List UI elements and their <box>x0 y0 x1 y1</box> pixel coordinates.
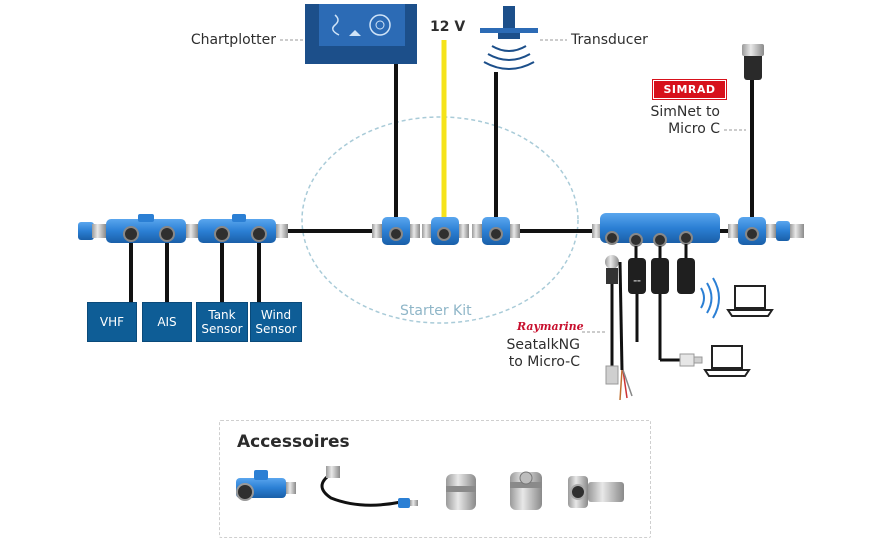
multiport-block <box>592 213 720 247</box>
voltage-label: 12 V <box>430 19 466 35</box>
seatalk-label-line1: SeatalkNG <box>506 337 580 353</box>
wind-label-line1: Wind <box>260 308 292 322</box>
accessory-male-terminator <box>446 474 476 510</box>
laptop-icon-wifi <box>726 285 774 317</box>
tee-simnet <box>728 217 804 245</box>
seatalk-adapter <box>605 255 633 401</box>
accessory-bulkhead-connector <box>568 476 624 508</box>
starter-kit-label: Starter Kit <box>400 303 472 319</box>
transducer-device <box>480 6 538 70</box>
simnet-label-line1: SimNet to <box>650 104 721 120</box>
simnet-connector <box>742 44 764 80</box>
ethernet-gateway <box>651 258 703 367</box>
wind-sensor-box: Wind Sensor <box>250 302 302 342</box>
starter-kit-outline <box>301 116 579 324</box>
laptop-icon-usb <box>703 345 751 377</box>
tee-transducer <box>472 217 520 245</box>
chartplotter-device <box>305 4 417 64</box>
seatalk-label-line2: to Micro-C <box>508 354 580 370</box>
transducer-label: Transducer <box>571 32 648 48</box>
tank-label-line2: Sensor <box>201 322 243 336</box>
wifi-gateway <box>677 258 695 294</box>
left-terminator <box>78 222 106 240</box>
vhf-label: VHF <box>99 315 125 329</box>
tee-block-left <box>106 214 186 243</box>
accessories-panel <box>219 420 651 538</box>
tee-block-mid <box>198 214 276 243</box>
tee-power <box>422 217 469 245</box>
accessories-title: Accessoires <box>237 432 350 452</box>
vhf-device-box: VHF <box>87 302 137 342</box>
svg-text:▬▬: ▬▬ <box>633 278 641 283</box>
usb-gateway: ▬▬ <box>628 258 646 342</box>
ais-device-box: AIS <box>142 302 192 342</box>
tank-sensor-box: Tank Sensor <box>196 302 248 342</box>
simrad-logo: SIMRAD <box>653 80 726 99</box>
accessory-tee-connector <box>236 470 296 501</box>
tank-label-line1: Tank <box>208 308 236 322</box>
raymarine-logo: Raymarine <box>517 320 584 333</box>
tee-chartplotter <box>372 217 420 245</box>
accessory-female-terminator <box>510 471 542 510</box>
ais-label: AIS <box>157 315 177 329</box>
wifi-icon <box>700 277 720 319</box>
simnet-label-line2: Micro C <box>668 121 720 137</box>
chartplotter-label: Chartplotter <box>190 32 276 48</box>
wind-label-line2: Sensor <box>255 322 297 336</box>
accessory-drop-cable <box>320 466 418 508</box>
